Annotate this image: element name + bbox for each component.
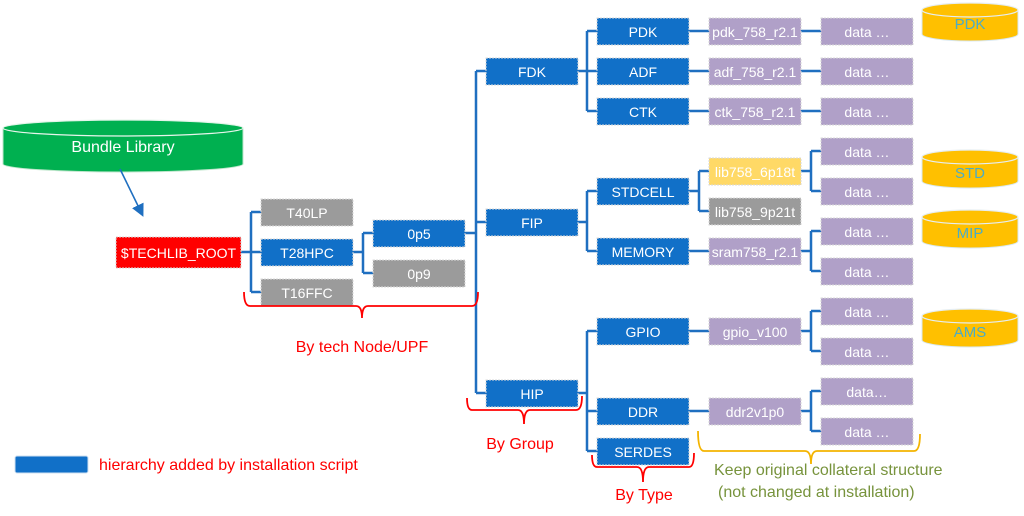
data-node[interactable]: data … [820, 257, 914, 286]
group-label: HIP [520, 386, 543, 402]
bundle-library-database[interactable]: Bundle Library [2, 119, 244, 173]
install-arrow [119, 168, 144, 217]
data-label: data … [844, 184, 889, 200]
data-label: data … [844, 224, 889, 240]
data-node[interactable]: data… [820, 377, 914, 406]
voltage-label: 0p5 [407, 226, 431, 242]
collateral-label: lib758_6p18t [715, 164, 795, 180]
data-label: data… [846, 384, 887, 400]
database-label: STD [955, 165, 985, 182]
collateral-node-lib-6p18t[interactable]: lib758_6p18t [708, 157, 802, 186]
tech-node-label: T16FFC [281, 285, 332, 301]
tech-node-t40lp[interactable]: T40LP [260, 198, 354, 227]
voltage-node-0p5[interactable]: 0p5 [372, 219, 466, 248]
annotation-by-type: By Type [615, 487, 673, 504]
type-node-stdcell[interactable]: STDCELL [596, 177, 690, 206]
annotation-by-tech-node: By tech Node/UPF [296, 339, 429, 356]
group-node-fdk[interactable]: FDK [485, 57, 579, 86]
type-label: PDK [629, 24, 658, 40]
collateral-node-lib-9p21t[interactable]: lib758_9p21t [708, 197, 802, 226]
data-node[interactable]: data … [820, 137, 914, 166]
legend: hierarchy added by installation script [14, 455, 358, 474]
database-label: MIP [957, 225, 984, 242]
collateral-node-ctk[interactable]: ctk_758_r2.1 [708, 97, 802, 126]
data-label: data … [844, 304, 889, 320]
data-label: data … [844, 64, 889, 80]
database-mip[interactable]: MIP [921, 209, 1019, 249]
annotation-keep-line1: Keep original collateral structure [714, 462, 943, 479]
type-label: STDCELL [611, 184, 674, 200]
data-node[interactable]: data … [820, 297, 914, 326]
type-label: MEMORY [612, 244, 675, 260]
database-label: AMS [954, 324, 987, 341]
type-node-ctk[interactable]: CTK [596, 97, 690, 126]
tech-node-t28hpc[interactable]: T28HPC [260, 238, 354, 267]
brace-keep-original [697, 430, 921, 465]
voltage-label: 0p9 [407, 266, 431, 282]
type-node-adf[interactable]: ADF [596, 57, 690, 86]
data-node[interactable]: data … [820, 97, 914, 126]
collateral-label: ddr2v1p0 [726, 404, 785, 420]
annotation-keep-line2: (not changed at installation) [718, 484, 915, 501]
group-label: FDK [518, 64, 547, 80]
data-node[interactable]: data … [820, 17, 914, 46]
techlib-root-label: $TECHLIB_ROOT [121, 245, 237, 261]
data-node[interactable]: data … [820, 217, 914, 246]
collateral-label: lib758_9p21t [715, 204, 795, 220]
data-label: data … [844, 344, 889, 360]
collateral-node-adf[interactable]: adf_758_r2.1 [708, 57, 802, 86]
database-ams[interactable]: AMS [921, 308, 1019, 348]
tech-node-t16ffc[interactable]: T16FFC [260, 278, 354, 307]
data-node[interactable]: data … [820, 177, 914, 206]
type-node-gpio[interactable]: GPIO [596, 317, 690, 346]
collateral-label: adf_758_r2.1 [714, 64, 797, 80]
type-label: DDR [628, 404, 658, 420]
type-node-serdes[interactable]: SERDES [596, 437, 690, 466]
legend-label: hierarchy added by installation script [99, 457, 358, 474]
collateral-label: pdk_758_r2.1 [712, 24, 798, 40]
tech-node-label: T28HPC [280, 245, 334, 261]
data-label: data … [844, 264, 889, 280]
collateral-node-gpio[interactable]: gpio_v100 [708, 317, 802, 346]
data-label: data … [844, 424, 889, 440]
collateral-label: ctk_758_r2.1 [715, 104, 796, 120]
collateral-label: gpio_v100 [723, 324, 788, 340]
database-std[interactable]: STD [921, 149, 1019, 189]
collateral-node-sram[interactable]: sram758_r2.1 [708, 237, 802, 266]
connectors [241, 29, 821, 453]
brace-tech-node [243, 291, 479, 319]
type-node-ddr[interactable]: DDR [596, 397, 690, 426]
data-label: data … [844, 24, 889, 40]
collateral-node-pdk[interactable]: pdk_758_r2.1 [708, 17, 802, 46]
type-label: ADF [629, 64, 657, 80]
annotation-by-group: By Group [486, 436, 554, 453]
type-label: GPIO [625, 324, 660, 340]
voltage-node-0p9[interactable]: 0p9 [372, 259, 466, 288]
data-label: data … [844, 104, 889, 120]
group-label: FIP [521, 215, 543, 231]
group-node-fip[interactable]: FIP [485, 208, 579, 237]
brace-type [591, 452, 695, 483]
collateral-node-ddr[interactable]: ddr2v1p0 [708, 397, 802, 426]
data-label: data … [844, 144, 889, 160]
group-node-hip[interactable]: HIP [485, 379, 579, 408]
legend-swatch [14, 455, 89, 474]
type-node-memory[interactable]: MEMORY [596, 237, 690, 266]
type-node-pdk[interactable]: PDK [596, 17, 690, 46]
brace-group [466, 395, 583, 425]
bundle-library-label: Bundle Library [71, 139, 174, 156]
data-node[interactable]: data … [820, 57, 914, 86]
database-pdk[interactable]: PDK [921, 2, 1019, 42]
tech-node-label: T40LP [286, 205, 327, 221]
collateral-label: sram758_r2.1 [712, 244, 799, 260]
data-node[interactable]: data … [820, 337, 914, 366]
type-label: SERDES [614, 444, 672, 460]
type-label: CTK [629, 104, 658, 120]
techlib-root-node[interactable]: $TECHLIB_ROOT [115, 236, 242, 269]
data-node[interactable]: data … [820, 417, 914, 446]
database-label: PDK [955, 16, 986, 33]
